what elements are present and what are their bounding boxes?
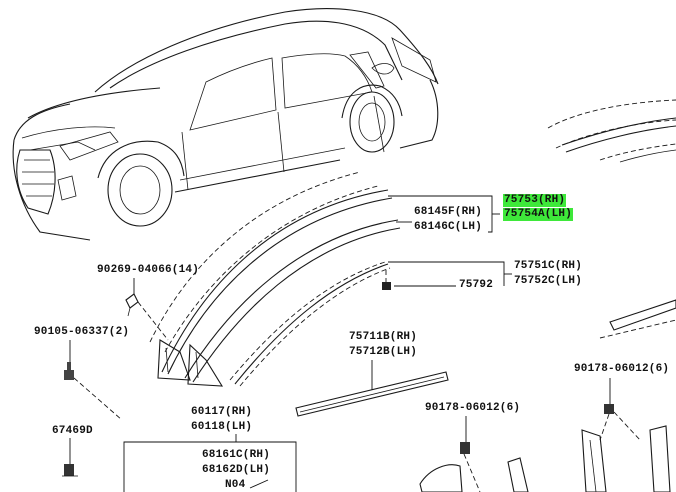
callout-90269: 90269-04066(14) (97, 264, 200, 276)
callout-60117: 60117(RH) (191, 406, 253, 418)
callout-75712b: 75712B(LH) (349, 346, 418, 358)
callout-75753: 75753(RH) (503, 194, 567, 207)
callout-67469d: 67469D (52, 425, 93, 437)
callout-75754a: 75754A(LH) (503, 208, 574, 221)
vehicle-outline (12, 8, 439, 241)
clip-icon-90269 (125, 293, 169, 341)
callout-75792: 75792 (459, 279, 494, 291)
lower-moldings (419, 299, 676, 492)
callout-75751c: 75751C(RH) (514, 260, 583, 272)
molding-strip (295, 371, 449, 417)
callout-68161c: 68161C(RH) (202, 449, 271, 461)
clip-icon (382, 270, 391, 290)
leader-lines (69, 195, 611, 492)
callout-90105: 90105-06337(2) (34, 326, 130, 338)
window-frame-moldings (149, 171, 401, 387)
callout-60118: 60118(LH) (191, 421, 253, 433)
roof-molding-assembly (547, 99, 676, 163)
callout-90178-middle: 90178-06012(6) (425, 402, 521, 414)
callout-75711b: 75711B(RH) (349, 331, 418, 343)
callout-n04: N04 (225, 479, 246, 491)
bolt-icon (64, 362, 123, 421)
callout-75752c: 75752C(LH) (514, 275, 583, 287)
callout-68145f: 68145F(RH) (414, 206, 483, 218)
callout-68146c: 68146C(LH) (414, 221, 483, 233)
callout-68162d: 68162D(LH) (202, 464, 271, 476)
callout-90178-right: 90178-06012(6) (574, 363, 670, 375)
clip-icon-67469d (62, 464, 78, 477)
